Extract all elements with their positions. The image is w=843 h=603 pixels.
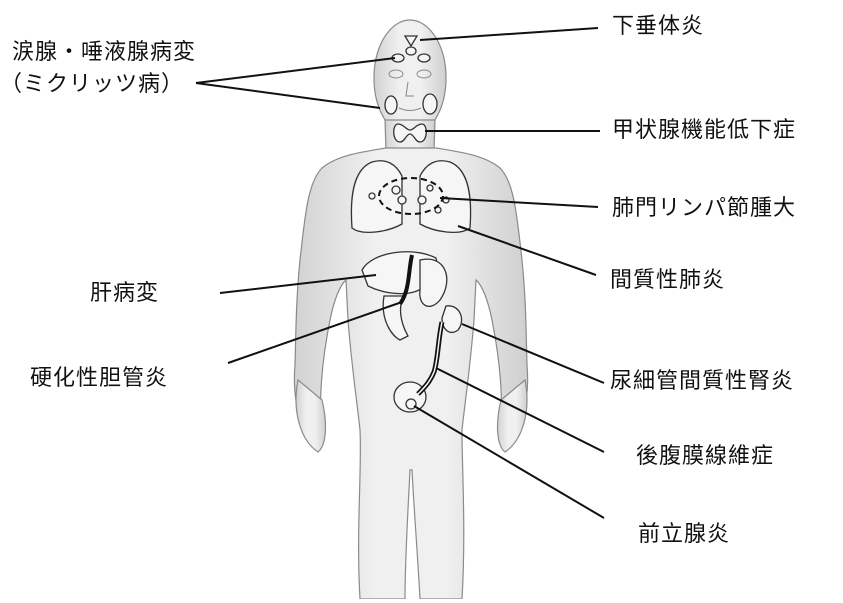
salivary-gland-left xyxy=(385,96,397,114)
label-thyroid: 甲状腺機能低下症 xyxy=(612,118,796,144)
torso xyxy=(294,148,527,599)
leader-salivary xyxy=(196,83,380,108)
leader-pituitary xyxy=(420,28,598,40)
label-cholangitis: 硬化性胆管炎 xyxy=(30,366,168,392)
lacrimal-gland-right xyxy=(418,54,430,62)
neck xyxy=(385,120,435,152)
label-mikulicz: （ミクリッツ病） xyxy=(0,72,184,98)
label-lacrimal-salivary: 涙腺・唾液腺病変 xyxy=(12,40,196,66)
leader-lacrimal xyxy=(196,58,395,83)
label-hilar: 肺門リンパ節腫大 xyxy=(612,196,796,222)
label-prostatitis: 前立腺炎 xyxy=(638,522,730,548)
label-liver: 肝病変 xyxy=(90,281,159,307)
prostate-organ xyxy=(406,399,416,409)
pituitary-bulb xyxy=(406,47,416,55)
label-nephritis: 尿細管間質性腎炎 xyxy=(610,369,794,395)
salivary-gland-right xyxy=(423,94,437,114)
label-retroperitoneal: 後腹膜線維症 xyxy=(636,444,774,470)
kidney-organ xyxy=(442,306,462,333)
leader-nephritis xyxy=(462,324,604,383)
label-pituitary: 下垂体炎 xyxy=(612,14,704,40)
label-interstitial-pneumonia: 間質性肺炎 xyxy=(610,268,725,294)
body-silhouette xyxy=(294,20,527,599)
